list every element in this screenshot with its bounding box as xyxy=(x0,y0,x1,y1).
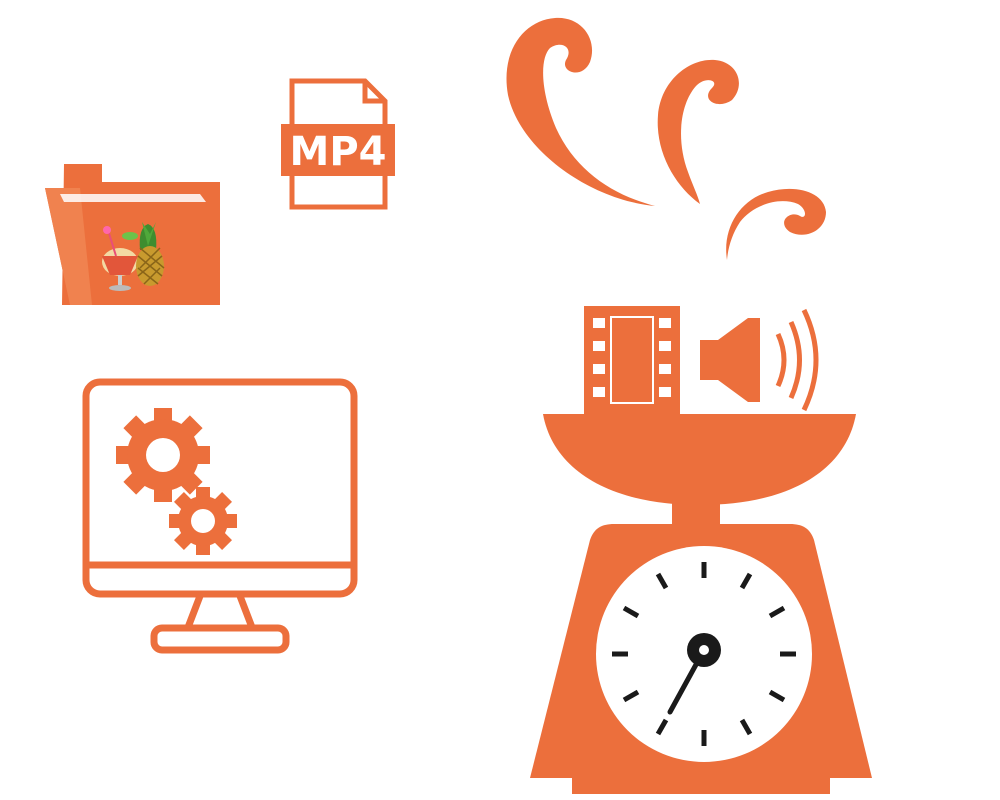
steam-swirls-icon xyxy=(506,17,826,260)
mp4-file-icon: MP4 xyxy=(281,78,395,210)
scale-dial xyxy=(596,546,812,762)
folder-icon xyxy=(45,164,220,305)
film-strip-icon xyxy=(584,306,680,414)
kitchen-scale-icon xyxy=(530,414,872,794)
monitor-gears-icon xyxy=(82,378,358,654)
pineapple-cocktail-logo xyxy=(102,222,165,291)
file-type-label: MP4 xyxy=(290,129,387,175)
gear-icon-small xyxy=(169,487,237,555)
gear-icon-large xyxy=(116,408,210,502)
speaker-icon xyxy=(700,308,819,412)
